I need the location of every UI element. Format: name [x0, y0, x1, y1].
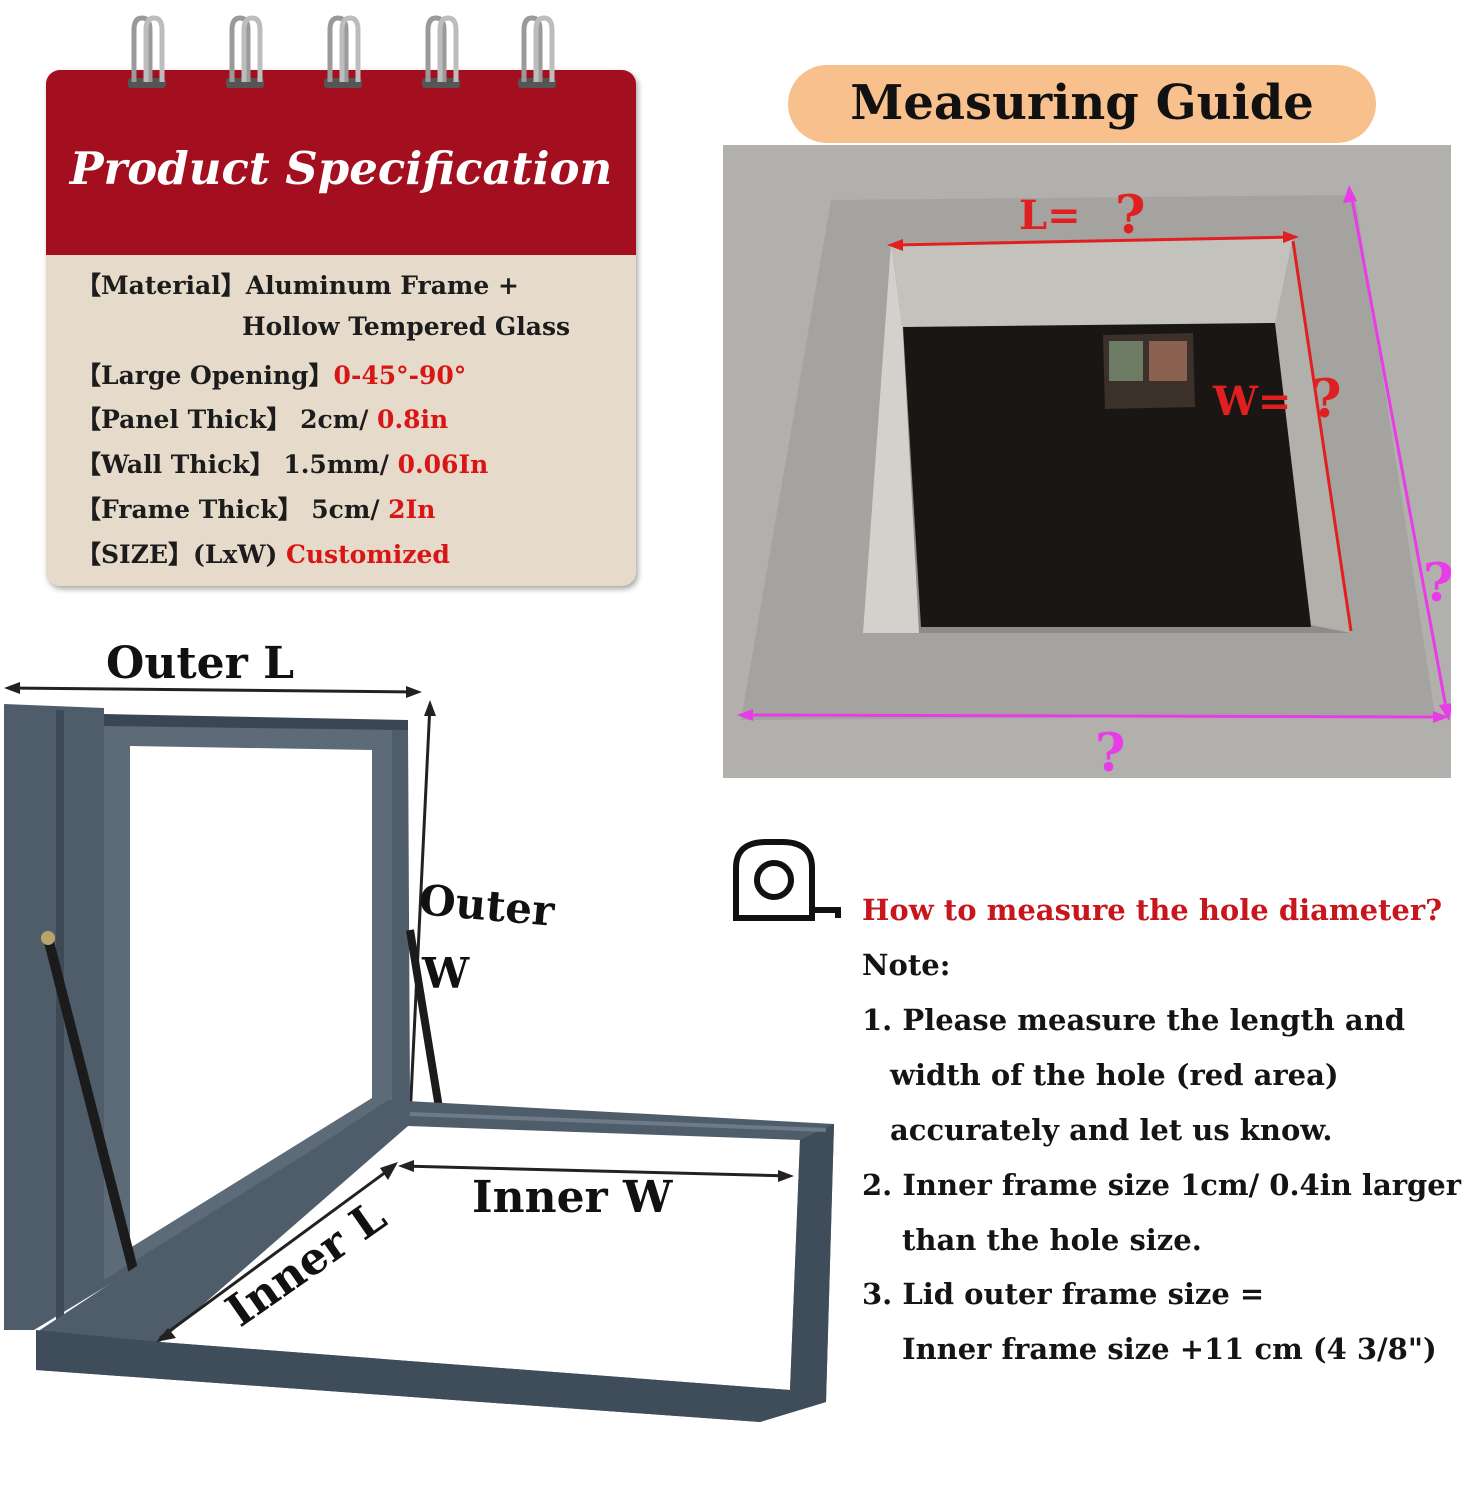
- spec-title: Product Specification: [69, 142, 613, 195]
- spec-wall-thick: 【Wall Thick】 1.5mm/ 0.06In: [76, 450, 489, 479]
- binder-ring-icon: [128, 15, 166, 88]
- note-line-1: 1. Please measure the length and: [862, 1003, 1406, 1037]
- measure-question: How to measure the hole diameter?: [862, 893, 1443, 927]
- outer-width-label: Outer: [417, 875, 557, 936]
- width-label: W=: [1212, 378, 1291, 425]
- note-line-6: 3. Lid outer frame size =: [862, 1277, 1265, 1311]
- measuring-guide-header: Measuring Guide: [788, 65, 1376, 143]
- width-question-mark: ?: [1311, 369, 1341, 430]
- note-line-5: than the hole size.: [902, 1223, 1202, 1257]
- spec-material: 【Material】Aluminum Frame +: [76, 271, 519, 300]
- spec-material-cont: Hollow Tempered Glass: [242, 312, 571, 341]
- note-label: Note:: [862, 948, 951, 982]
- spec-frame-thick: 【Frame Thick】 5cm/ 2In: [76, 495, 436, 524]
- binder-ring-icon: [518, 15, 556, 88]
- spec-size: 【SIZE】(LxW) Customized: [76, 540, 450, 569]
- spec-panel-thick: 【Panel Thick】 2cm/ 0.8in: [76, 405, 449, 434]
- binder-ring-icon: [324, 15, 362, 88]
- binder-ring-icon: [226, 15, 264, 88]
- outer-length-label: Outer L: [106, 638, 294, 689]
- outer-width-label-w: W: [421, 949, 470, 998]
- note-line-3: accurately and let us know.: [890, 1113, 1333, 1147]
- inner-width-label: Inner W: [472, 1172, 673, 1223]
- outer-width-question-mark: ?: [1423, 553, 1451, 614]
- note-line-2: width of the hole (red area): [890, 1058, 1339, 1092]
- note-line-4: 2. Inner frame size 1cm/ 0.4in larger: [862, 1168, 1462, 1202]
- skylight-frame-photo: Outer L Outer W Inner W Inner L: [4, 638, 834, 1422]
- length-label: L=: [1019, 192, 1081, 239]
- spec-card: Product Specification 【Material】Aluminum…: [46, 70, 636, 586]
- tape-measure-icon: [733, 839, 841, 921]
- spec-card-header: [46, 70, 636, 255]
- measuring-guide-title: Measuring Guide: [850, 75, 1314, 131]
- spec-opening: 【Large Opening】0-45°-90°: [76, 361, 467, 390]
- binder-ring-icon: [422, 15, 460, 88]
- concrete-hole-photo: L= ? W= ? ? ?: [723, 145, 1451, 778]
- length-question-mark: ?: [1115, 185, 1145, 246]
- outer-length-question-mark: ?: [1095, 723, 1125, 778]
- note-line-7: Inner frame size +11 cm (4 3/8"): [902, 1332, 1437, 1366]
